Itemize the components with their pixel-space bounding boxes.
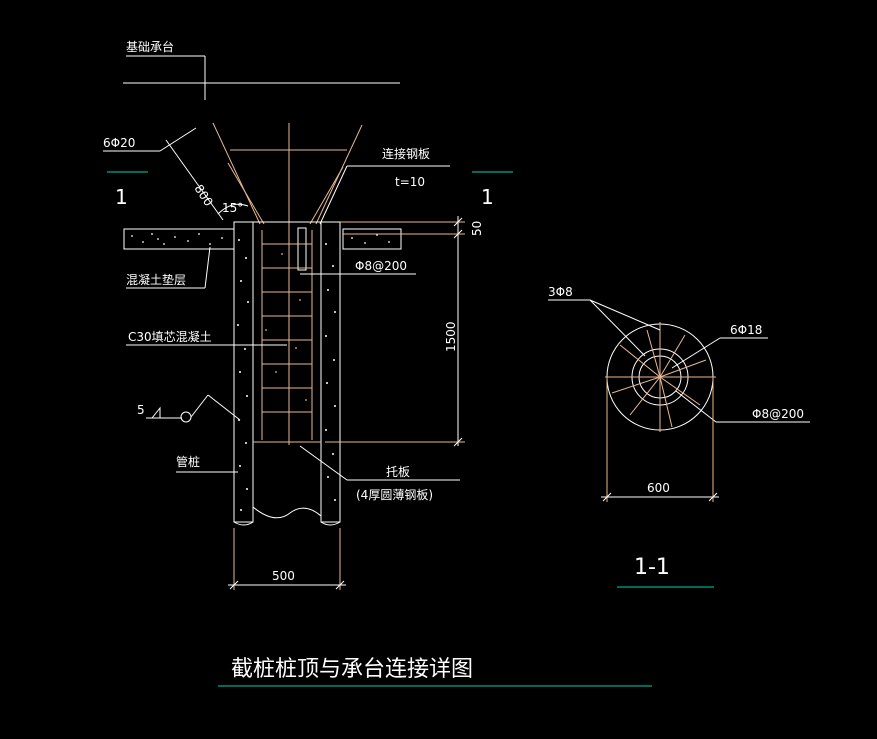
connect-plate	[297, 227, 307, 271]
section-3phi8-leader-a	[589, 299, 661, 331]
bottom-plate-leader	[299, 445, 348, 481]
break-line	[252, 506, 322, 519]
dim-50: 50	[470, 221, 484, 236]
cap-label: 基础承台	[126, 39, 174, 54]
weld-size-label: 5	[137, 403, 145, 417]
angle-label: 15°	[222, 201, 243, 215]
dim-1500: 1500	[444, 321, 458, 352]
pile-walls	[233, 221, 341, 526]
dim-500: 500	[272, 569, 295, 583]
cushion-layer-left	[123, 228, 235, 250]
main-bars-label: 6Φ20	[103, 136, 135, 150]
cushion-leader	[204, 246, 211, 289]
connect-plate-label: 连接钢板	[382, 146, 430, 161]
section-mark-left: 1	[115, 185, 128, 209]
dim-600: 600	[647, 481, 670, 495]
pile-wall-left	[233, 221, 254, 523]
section-6phi18-label: 6Φ18	[730, 323, 762, 337]
weld-all-around-icon	[180, 411, 192, 423]
drawing-title: 截桩桩顶与承台连接详图	[231, 657, 473, 682]
plate-thickness-label: t=10	[395, 175, 425, 189]
infill-label: C30填芯混凝土	[128, 329, 212, 344]
section-title: 1-1	[634, 555, 670, 580]
pipe-pile-label: 管桩	[176, 454, 200, 469]
bottom-plate-label: 托板	[386, 465, 410, 479]
anchor-length-dim-line	[165, 139, 224, 221]
main-bars-leader	[159, 127, 197, 152]
stirrup-label: Φ8@200	[355, 259, 407, 273]
anchor-bar-left	[212, 122, 261, 225]
anchor-bar-left-inner	[227, 162, 265, 225]
cushion-hatch	[131, 233, 390, 245]
section-3phi8-label: 3Φ8	[548, 285, 573, 299]
pile-wall-right	[320, 221, 341, 523]
section-stirrup-leader	[675, 390, 717, 423]
elevation-view: 基础承台 6Φ20 连接钢板 t=10 1 1 800 15°	[103, 39, 513, 590]
section-mark-right: 1	[481, 185, 494, 209]
section-stirrup-label: Φ8@200	[752, 407, 804, 421]
section-view: 3Φ8 6Φ18 Φ8@200 600 1-1	[548, 285, 810, 588]
angle-arc	[217, 203, 249, 215]
section-radial-bars	[611, 329, 707, 428]
anchor-bar-right-inner	[309, 166, 344, 225]
bottom-plate-note: (4厚圆薄钢板)	[356, 487, 433, 502]
rebar-cage	[253, 227, 321, 443]
cushion-label: 混凝土垫层	[126, 272, 186, 287]
connect-plate-leader	[319, 165, 348, 225]
cushion-layer-right	[342, 228, 402, 250]
section-3phi8-leader-b	[589, 299, 646, 357]
section-6phi18-leader	[671, 337, 721, 369]
